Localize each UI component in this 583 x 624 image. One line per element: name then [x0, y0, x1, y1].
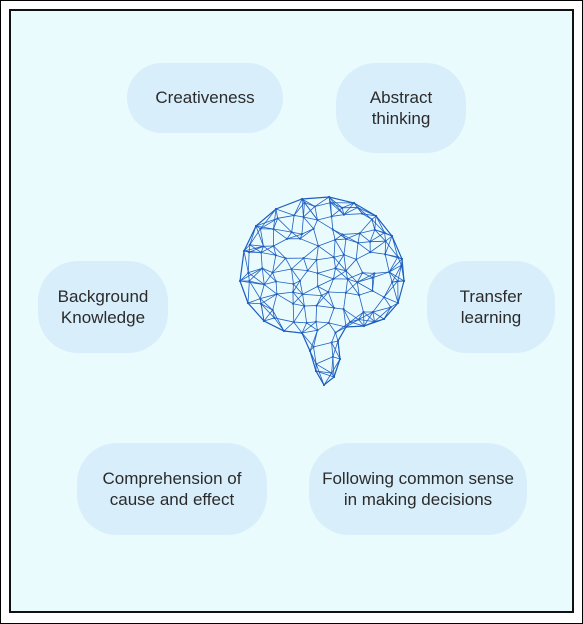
brain-network-icon — [238, 195, 406, 387]
diagram-panel: Creativeness Abstract thinking Backgroun… — [9, 9, 574, 613]
node-creativeness: Creativeness — [127, 63, 283, 133]
node-common-sense: Following common sense in making decisio… — [309, 443, 527, 535]
node-abstract-thinking: Abstract thinking — [336, 63, 466, 153]
node-cause-effect: Comprehension of cause and effect — [77, 443, 267, 535]
node-transfer-learning: Transfer learning — [427, 261, 555, 353]
node-background-knowledge: Background Knowledge — [38, 261, 168, 353]
